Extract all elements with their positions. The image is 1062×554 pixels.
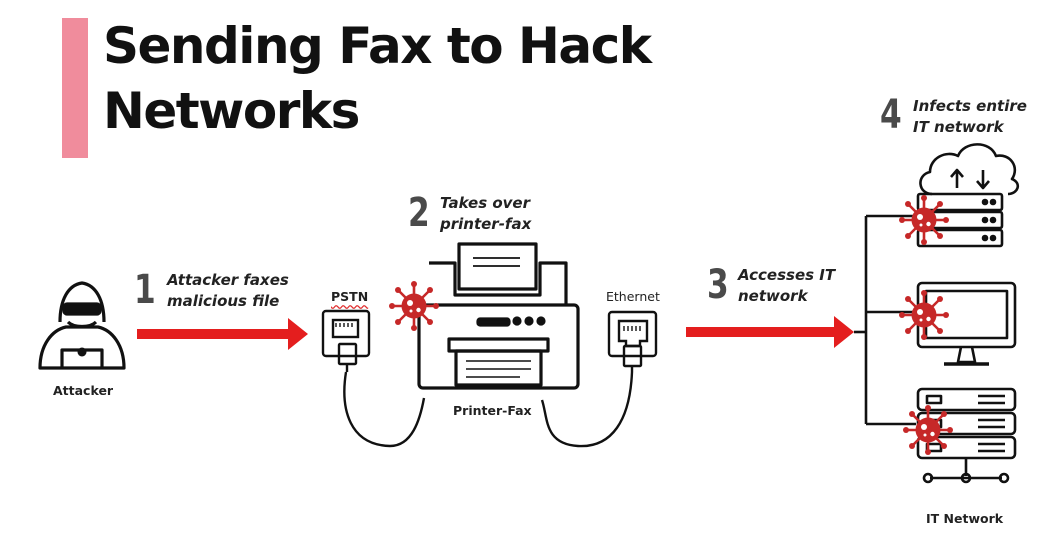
- step-4-line-1: Infects entire: [913, 97, 1027, 115]
- hacker-icon: [38, 281, 126, 370]
- step-4-text: Infects entire IT network: [913, 96, 1027, 138]
- printer-fax-label: Printer-Fax: [453, 403, 532, 418]
- virus-icon: [897, 288, 951, 342]
- step-2-text: Takes over printer-fax: [440, 193, 531, 235]
- step-3-number: 3: [707, 262, 729, 308]
- monitor-icon: [916, 281, 1017, 366]
- step-2-number: 2: [408, 190, 430, 236]
- title-accent-bar: [62, 18, 88, 158]
- virus-icon: [901, 403, 955, 457]
- it-network-label: IT Network: [926, 511, 1004, 526]
- step-1-number: 1: [134, 267, 156, 313]
- ethernet-port-icon: [607, 310, 658, 372]
- step-1-text: Attacker faxes malicious file: [167, 270, 289, 312]
- step-4-number: 4: [880, 92, 902, 138]
- network-lines: [854, 214, 916, 426]
- page-title: Sending Fax to Hack Networks: [103, 14, 652, 144]
- arrow-1: [137, 318, 308, 350]
- virus-icon: [387, 279, 441, 333]
- step-2-line-2: printer-fax: [440, 215, 532, 233]
- step-4-line-2: IT network: [913, 118, 1004, 136]
- title-line-2: Networks: [103, 82, 360, 140]
- step-1-line-1: Attacker faxes: [167, 271, 289, 289]
- phone-cable: [343, 371, 426, 448]
- step-2-line-1: Takes over: [440, 194, 530, 212]
- ethernet-label: Ethernet: [606, 289, 660, 304]
- arrow-3: [686, 316, 854, 348]
- attacker-label: Attacker: [53, 383, 114, 398]
- ethernet-cable: [540, 371, 634, 448]
- step-1-line-2: malicious file: [167, 292, 280, 310]
- pstn-label: PSTN: [331, 289, 369, 304]
- step-3-line-1: Accesses IT: [738, 266, 836, 284]
- step-3-line-2: network: [738, 287, 808, 305]
- virus-icon: [897, 193, 951, 247]
- title-line-1: Sending Fax to Hack: [103, 17, 652, 75]
- phone-jack-icon: [321, 309, 371, 372]
- printer-fax-icon: [417, 242, 580, 390]
- step-3-text: Accesses IT network: [738, 265, 835, 307]
